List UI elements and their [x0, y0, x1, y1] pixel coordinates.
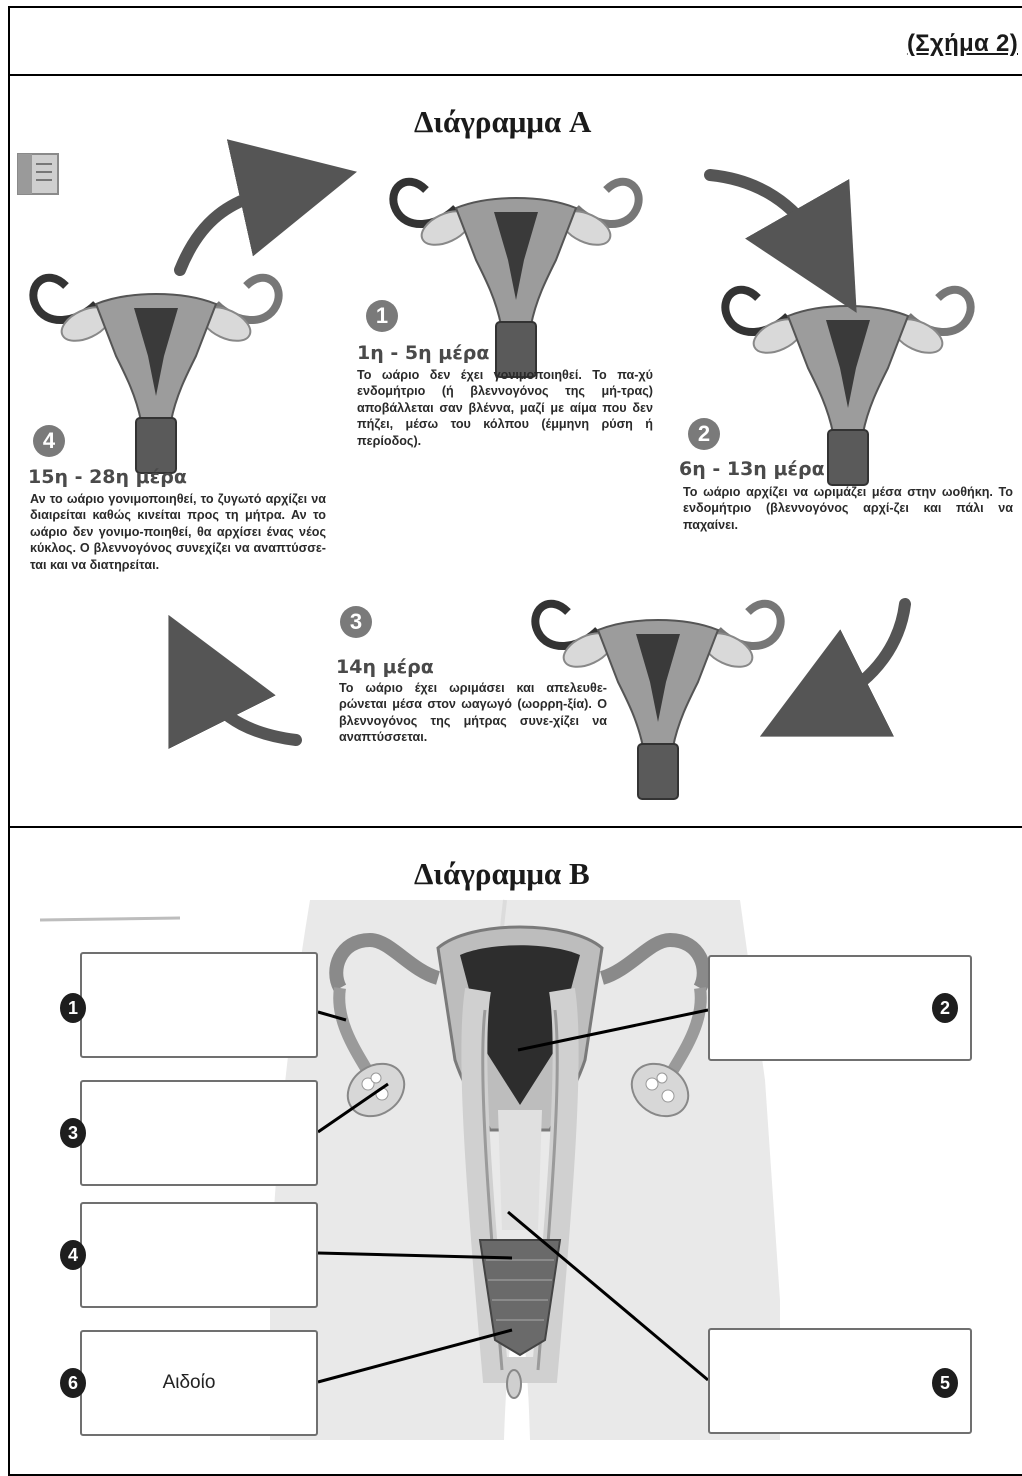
badge-4: 4 [60, 1240, 86, 1270]
badge-6: 6 [60, 1368, 86, 1398]
leader-line-5 [508, 1212, 708, 1380]
badge-5: 5 [932, 1368, 958, 1398]
leader-line-6 [318, 1330, 512, 1382]
label-box-6-text: Αιδοίο [62, 1372, 316, 1394]
leader-line-1 [318, 1012, 346, 1020]
label-box-1[interactable] [80, 952, 318, 1058]
leader-line-4 [318, 1253, 512, 1258]
label-box-3[interactable] [80, 1080, 318, 1186]
leader-line-3 [318, 1084, 388, 1132]
badge-3: 3 [60, 1118, 86, 1148]
label-box-4[interactable] [80, 1202, 318, 1308]
label-box-6[interactable]: Αιδοίο [80, 1330, 318, 1436]
leader-line-2 [518, 1010, 708, 1050]
badge-1: 1 [60, 993, 86, 1023]
badge-2: 2 [932, 993, 958, 1023]
